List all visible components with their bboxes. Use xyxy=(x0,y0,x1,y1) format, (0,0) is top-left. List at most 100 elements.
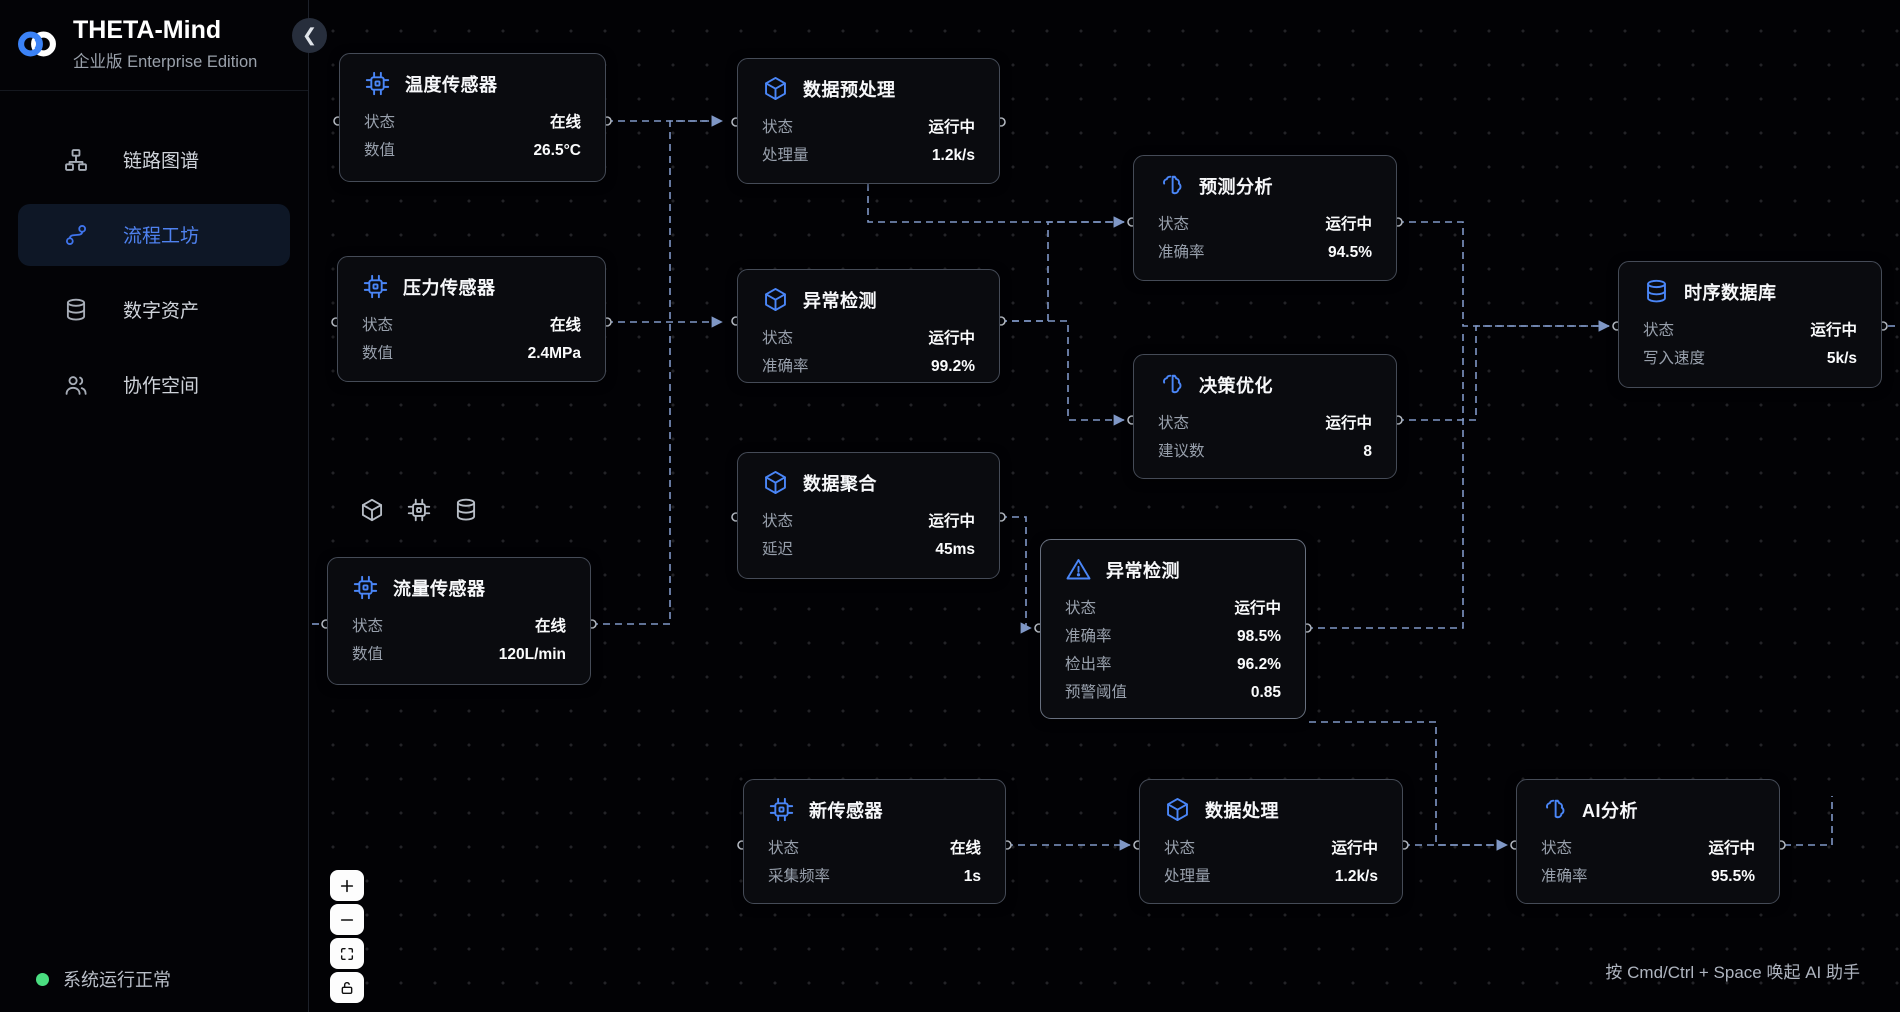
node-row-value: 0.85 xyxy=(1250,684,1281,701)
node-row: 状态 运行中 xyxy=(762,508,975,536)
flow-edge xyxy=(1784,796,1833,846)
sidebar-item-label: 链路图谱 xyxy=(123,151,200,173)
flow-edge xyxy=(1000,216,1125,322)
flow-node[interactable]: 预测分析 状态 运行中 准确率 94.5% xyxy=(1133,155,1397,281)
database-icon xyxy=(63,297,89,323)
node-row-label: 准确率 xyxy=(1158,244,1205,261)
palette-database-icon[interactable] xyxy=(453,497,479,523)
node-row-label: 状态 xyxy=(1541,840,1573,857)
node-row-value: 2.4MPa xyxy=(527,345,581,362)
chip-icon xyxy=(364,70,391,97)
node-row-value: 运行中 xyxy=(928,119,975,136)
node-header: 压力传感器 xyxy=(362,273,581,300)
flow-node[interactable]: 异常检测 状态 运行中 准确率 98.5% 检出率 96.2% 预警阈值 0.8… xyxy=(1040,539,1306,719)
node-row-label: 准确率 xyxy=(1065,628,1112,645)
cube-icon xyxy=(762,286,789,313)
database-icon xyxy=(1643,278,1670,305)
node-row-value: 在线 xyxy=(949,840,981,857)
node-header: 数据预处理 xyxy=(762,75,975,102)
flow-node[interactable]: 新传感器 状态 在线 采集频率 1s xyxy=(743,779,1006,904)
lock-button[interactable] xyxy=(330,972,364,1003)
node-title: 数据预处理 xyxy=(803,79,896,100)
fit-view-button[interactable] xyxy=(330,938,364,969)
app-subtitle: 企业版 Enterprise Edition xyxy=(73,52,258,71)
node-header: 温度传感器 xyxy=(364,70,581,97)
sidebar-item-link-graph[interactable]: 链路图谱 xyxy=(18,129,290,191)
node-row: 状态 在线 xyxy=(364,109,581,137)
node-row-value: 1.2k/s xyxy=(931,147,975,164)
sidebar-item-digital-assets[interactable]: 数字资产 xyxy=(18,279,290,341)
zoom-in-button[interactable] xyxy=(330,870,364,901)
node-row: 延迟 45ms xyxy=(762,536,975,564)
brain-icon xyxy=(1158,371,1185,398)
node-title: 异常检测 xyxy=(803,290,877,311)
flow-node[interactable]: 异常检测 状态 运行中 准确率 99.2% xyxy=(737,269,1000,383)
flow-node[interactable]: 数据预处理 状态 运行中 处理量 1.2k/s xyxy=(737,58,1000,184)
flow-edge xyxy=(1000,320,1125,426)
zoom-out-button[interactable] xyxy=(330,904,364,935)
node-row-value: 1s xyxy=(963,868,981,885)
node-row-label: 处理量 xyxy=(1164,868,1211,885)
node-row-label: 状态 xyxy=(1643,322,1675,339)
palette-chip-icon[interactable] xyxy=(406,497,432,523)
brand-header: THETA-Mind 企业版 Enterprise Edition xyxy=(0,0,308,91)
flow-node[interactable]: 压力传感器 状态 在线 数值 2.4MPa xyxy=(337,256,606,382)
app-title: THETA-Mind xyxy=(73,16,222,44)
flow-node[interactable]: 决策优化 状态 运行中 建议数 8 xyxy=(1133,354,1397,479)
node-row-label: 数值 xyxy=(362,345,394,362)
sidebar-collapse-button[interactable]: ❮ xyxy=(292,18,327,53)
brain-icon xyxy=(1541,796,1568,823)
flow-node[interactable]: 时序数据库 状态 运行中 写入速度 5k/s xyxy=(1618,261,1882,388)
node-row-label: 处理量 xyxy=(762,147,809,164)
warning-icon xyxy=(1065,556,1092,583)
cube-icon xyxy=(762,75,789,102)
node-row-label: 状态 xyxy=(352,618,384,635)
flow-node[interactable]: 流量传感器 状态 在线 数值 120L/min xyxy=(327,557,591,685)
ai-assistant-hint: 按 Cmd/Ctrl + Space 唤起 AI 助手 xyxy=(1605,963,1860,982)
node-row-value: 运行中 xyxy=(1325,216,1372,233)
node-row-label: 状态 xyxy=(364,114,396,131)
node-title: 时序数据库 xyxy=(1684,282,1777,303)
node-row-label: 状态 xyxy=(762,119,794,136)
node-row: 状态 运行中 xyxy=(1158,410,1372,438)
node-row: 数值 120L/min xyxy=(352,641,566,669)
node-row: 数值 2.4MPa xyxy=(362,340,581,368)
flow-node[interactable]: 数据聚合 状态 运行中 延迟 45ms xyxy=(737,452,1000,579)
node-title: 数据处理 xyxy=(1205,800,1279,821)
node-row-value: 120L/min xyxy=(498,646,566,663)
sidebar-item-label: 协作空间 xyxy=(123,376,200,398)
node-row-value: 8 xyxy=(1363,443,1372,460)
node-row-value: 运行中 xyxy=(1234,600,1281,617)
node-row: 状态 运行中 xyxy=(1164,835,1378,863)
node-row: 状态 在线 xyxy=(352,613,566,641)
node-title: 决策优化 xyxy=(1199,375,1273,396)
flow-node[interactable]: 温度传感器 状态 在线 数值 26.5°C xyxy=(339,53,606,182)
node-row-label: 状态 xyxy=(1065,600,1097,617)
node-header: 预测分析 xyxy=(1158,172,1372,199)
users-icon xyxy=(63,372,89,398)
sidebar-item-collab-space[interactable]: 协作空间 xyxy=(18,354,290,416)
node-title: 预测分析 xyxy=(1199,176,1273,197)
node-row-label: 数值 xyxy=(352,646,384,663)
node-row-value: 45ms xyxy=(935,541,975,558)
flow-node[interactable]: AI分析 状态 运行中 准确率 95.5% xyxy=(1516,779,1780,904)
node-title: 流量传感器 xyxy=(393,578,486,599)
node-row-value: 运行中 xyxy=(928,513,975,530)
node-row: 准确率 95.5% xyxy=(1541,863,1755,891)
status-dot-icon xyxy=(36,972,49,986)
sidebar: THETA-Mind 企业版 Enterprise Edition 链路图谱流程… xyxy=(0,0,309,1012)
node-row-label: 预警阈值 xyxy=(1065,684,1128,701)
node-row-value: 99.2% xyxy=(931,358,975,375)
brain-icon xyxy=(1158,172,1185,199)
node-row: 检出率 96.2% xyxy=(1065,651,1281,679)
node-row: 状态 运行中 xyxy=(1158,211,1372,239)
sidebar-item-flow-workshop[interactable]: 流程工坊 xyxy=(18,203,290,266)
node-title: AI分析 xyxy=(1582,800,1638,821)
logo-infinity-icon xyxy=(18,31,56,57)
node-header: 异常检测 xyxy=(762,286,975,313)
flow-node[interactable]: 数据处理 状态 运行中 处理量 1.2k/s xyxy=(1139,779,1403,904)
palette-cube-icon[interactable] xyxy=(359,497,385,523)
flow-edge xyxy=(1397,221,1610,332)
node-row: 状态 运行中 xyxy=(1065,595,1281,623)
